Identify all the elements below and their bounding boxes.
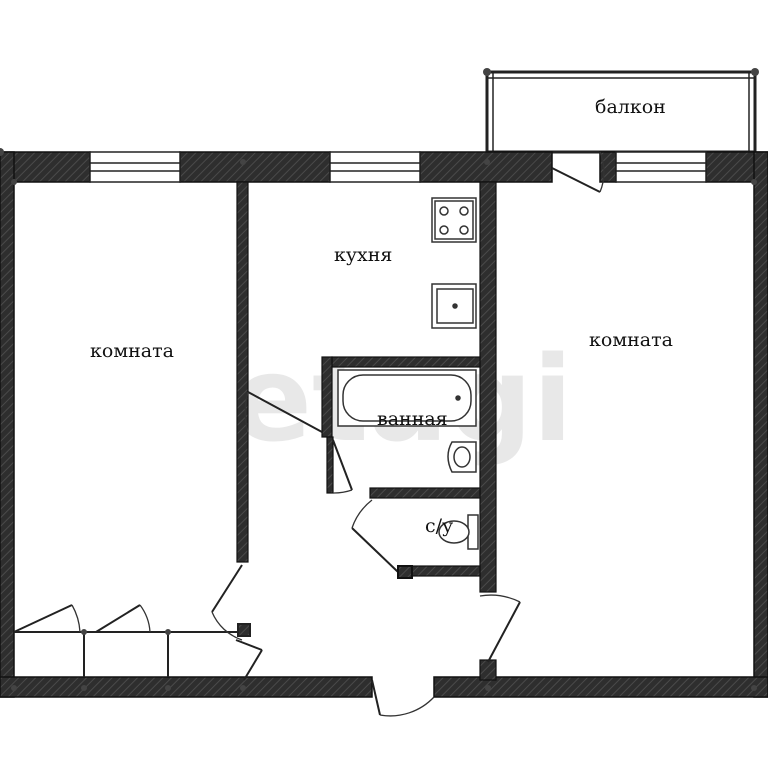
interior-walls xyxy=(236,181,497,681)
label-bathroom: ванная xyxy=(377,408,448,430)
toilet xyxy=(438,514,479,550)
door-bathroom xyxy=(332,439,353,494)
doors xyxy=(211,151,605,717)
door-entrance xyxy=(371,679,435,717)
door-balcony xyxy=(551,151,605,193)
label-kitchen: кухня xyxy=(334,244,392,266)
closets xyxy=(13,604,251,677)
door-left-room xyxy=(244,391,323,433)
outer-walls xyxy=(0,151,768,698)
stove xyxy=(431,197,477,243)
door-wc xyxy=(351,499,413,579)
window-kitchen xyxy=(329,151,421,183)
door-corridor-left xyxy=(211,564,263,681)
balcony xyxy=(483,68,759,154)
window-right-room xyxy=(615,151,707,183)
room-labels: балкон кухня комната комната ванная с/у xyxy=(90,96,673,537)
door-right-room xyxy=(479,594,521,663)
kitchen-sink xyxy=(431,283,477,329)
bathtub xyxy=(337,369,477,427)
windows xyxy=(89,151,707,183)
label-room-right: комната xyxy=(589,329,673,351)
label-balcony: балкон xyxy=(595,96,666,118)
label-room-left: комната xyxy=(90,340,174,362)
corner-markers xyxy=(0,148,757,691)
window-left-room xyxy=(89,151,181,183)
label-wc: с/у xyxy=(425,515,453,537)
bathroom-sink xyxy=(447,441,477,473)
